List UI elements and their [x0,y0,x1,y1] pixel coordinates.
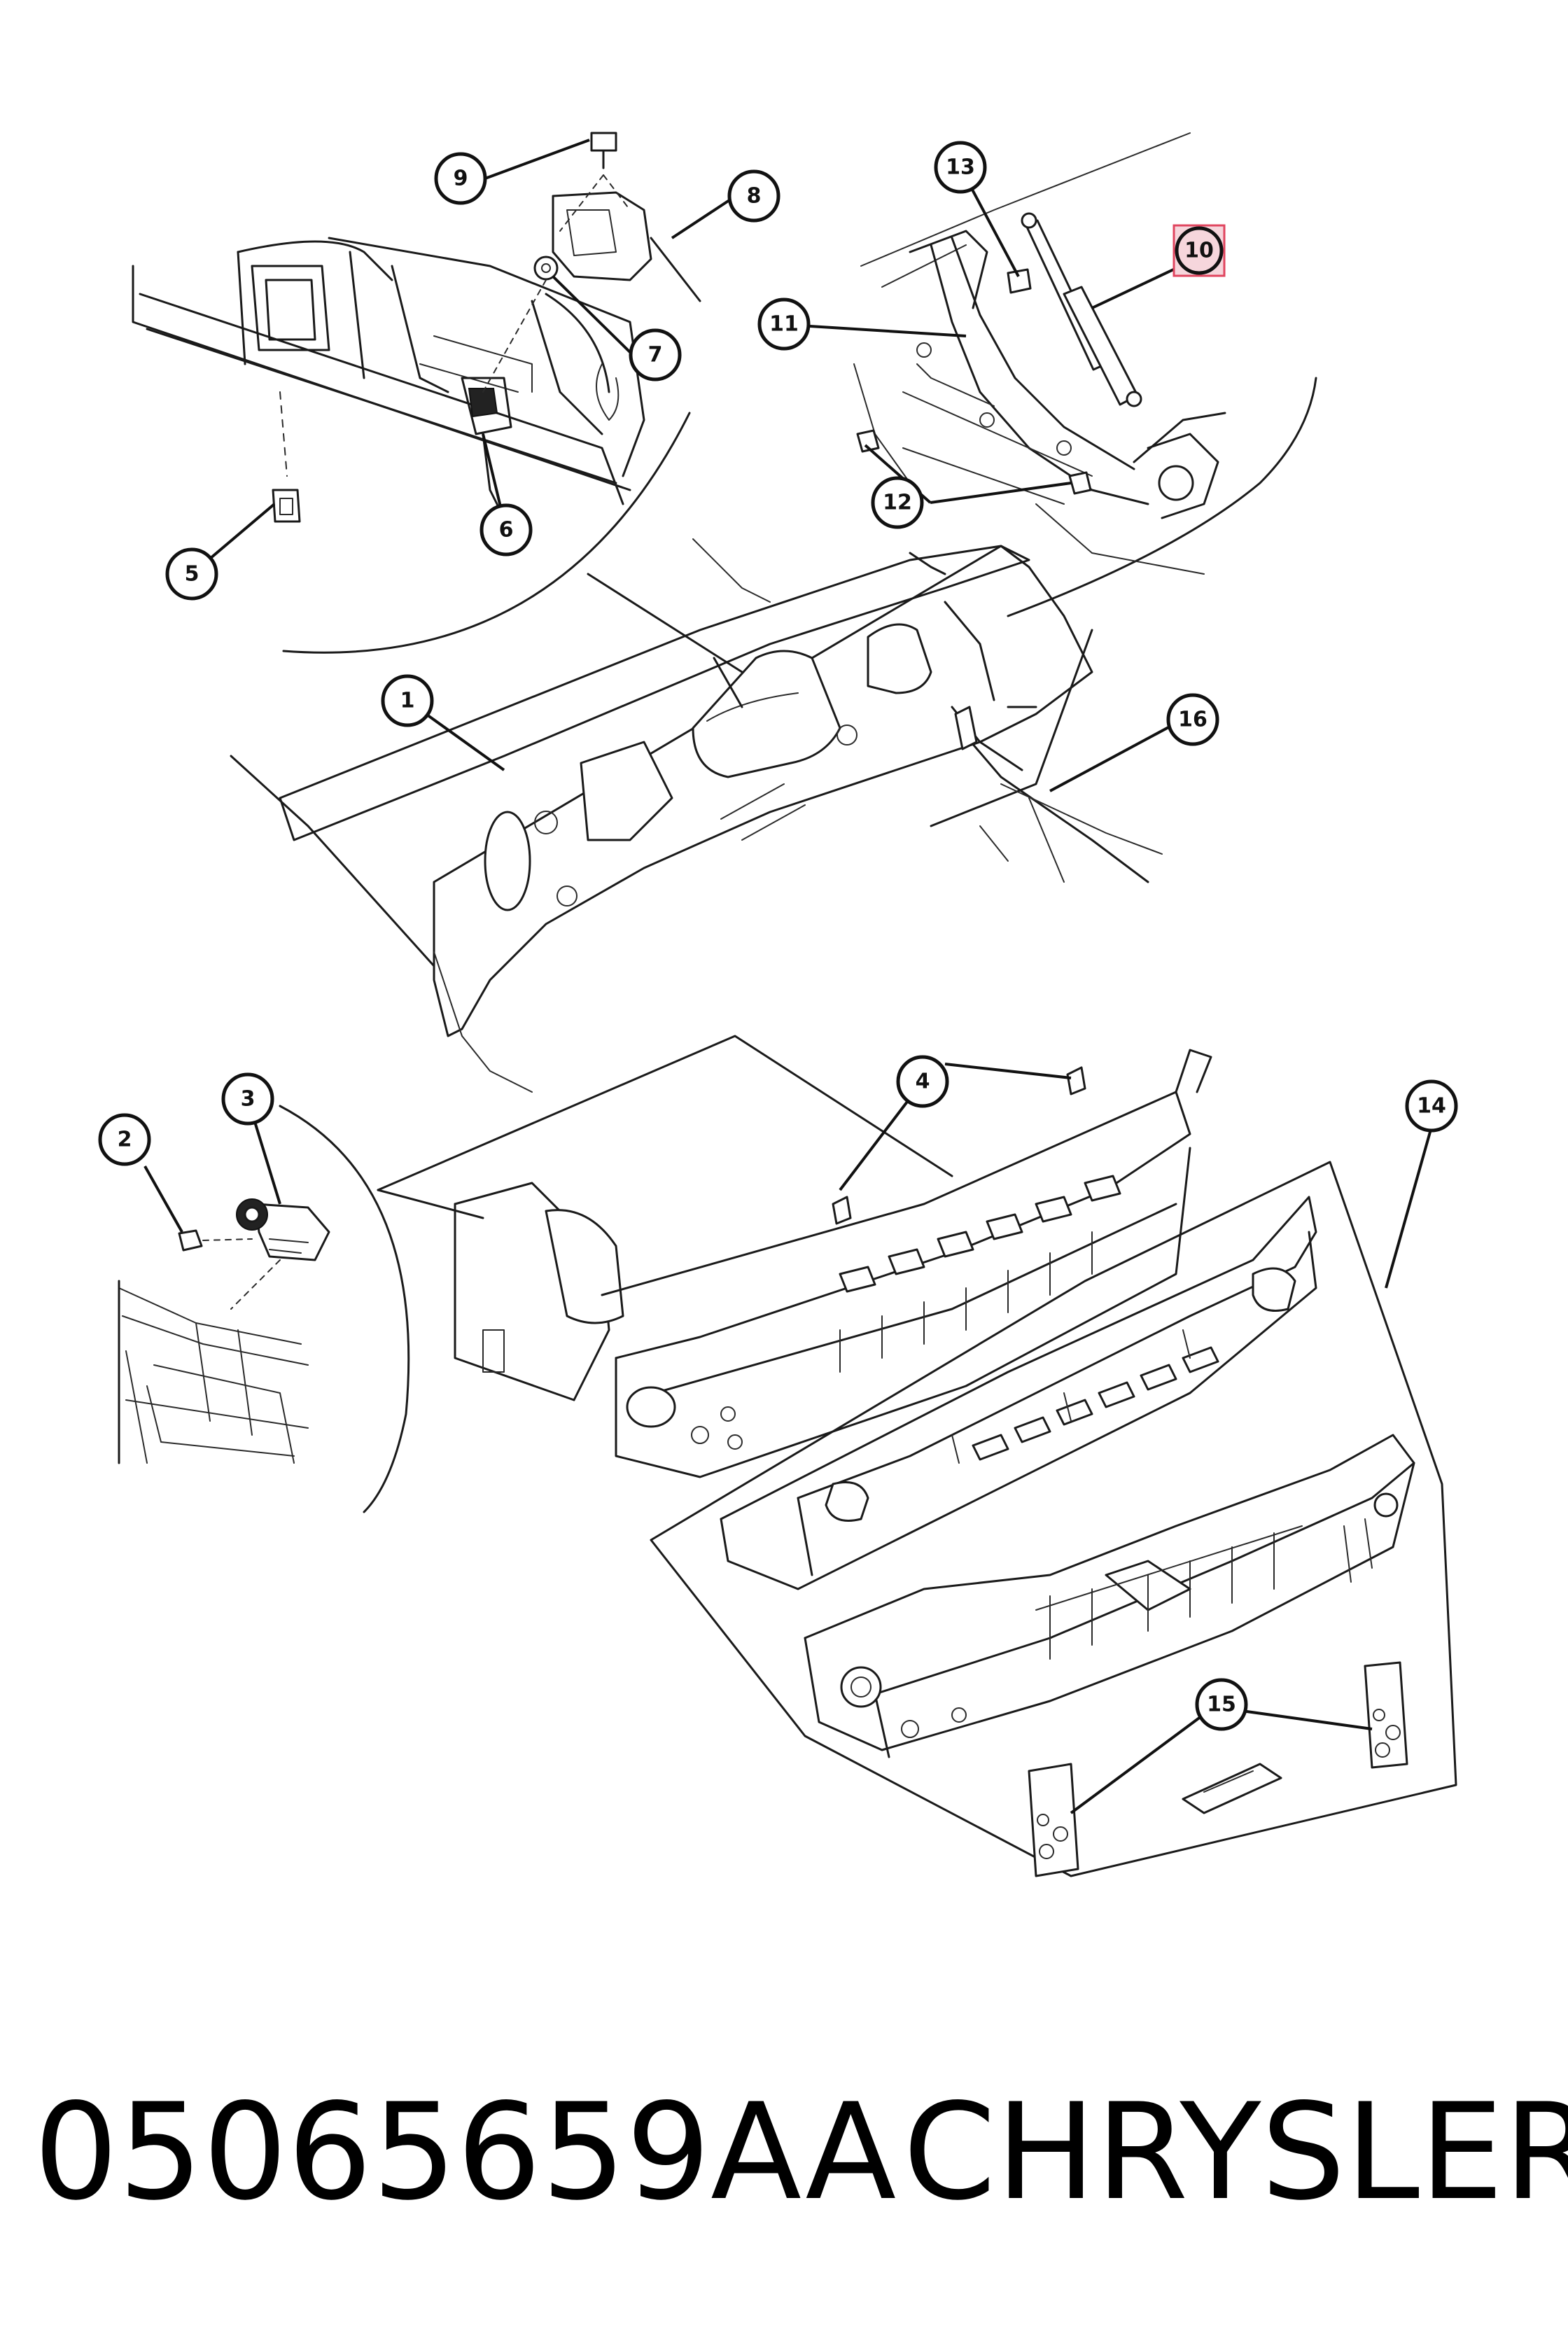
brand-name: CHRYSLER [903,2075,1568,2230]
callout-5-label: 5 [185,562,200,587]
callout-4: 4 [896,1055,949,1108]
callout-11-label: 11 [769,312,799,337]
callout-13-label: 13 [946,155,975,180]
callout-8: 8 [727,169,780,223]
callout-1-label: 1 [400,689,415,713]
callout-16-label: 16 [1178,708,1208,732]
callout-10: 10 [1172,224,1226,277]
callout-8-label: 8 [747,184,762,209]
callout-10-label: 10 [1184,239,1214,263]
callout-3-label: 3 [241,1087,255,1112]
callout-3: 3 [221,1072,274,1126]
callout-6: 6 [479,503,533,556]
callout-4-label: 4 [916,1070,930,1094]
callout-9-label: 9 [454,167,468,191]
callout-6-label: 6 [499,518,514,542]
striker-detail-view [118,1105,410,1513]
callout-7: 7 [629,328,682,382]
callout-16: 16 [1166,693,1219,746]
hinge-detail-view [853,132,1317,827]
callout-15-label: 15 [1207,1693,1236,1717]
callout-2: 2 [98,1113,151,1166]
callout-12-label: 12 [883,491,912,515]
latch-detail-view [132,132,701,654]
callout-2-label: 2 [118,1128,132,1152]
callout-1: 1 [381,674,434,727]
callout-11: 11 [757,298,811,351]
callout-14-label: 14 [1417,1094,1446,1119]
callout-15: 15 [1195,1678,1248,1731]
callout-5: 5 [165,547,218,601]
trunk-lid-view [230,538,1163,1093]
part-number: 05065659AA [34,2075,897,2230]
callout-14: 14 [1405,1079,1458,1133]
callout-7-label: 7 [648,343,663,368]
callout-12: 12 [871,476,924,529]
reinforcement-detail-view [650,1161,1457,1877]
callout-13: 13 [934,141,987,194]
callout-9: 9 [434,152,487,205]
